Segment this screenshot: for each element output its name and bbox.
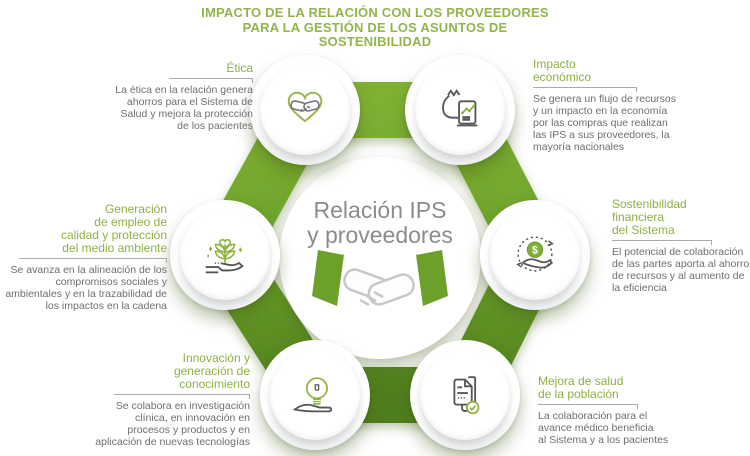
node-inner-innovacion xyxy=(270,350,360,440)
svg-text:$: $ xyxy=(532,245,538,257)
node-inner-generacion-empleo xyxy=(180,210,270,300)
node-text-generacion-empleo: Generación de empleo de calidad y protec… xyxy=(2,203,167,312)
node-circle-sostenibilidad-financiera: $ xyxy=(480,200,590,310)
node-body-mejora-salud: La colaboración para el avance médico be… xyxy=(538,410,669,446)
node-title-mejora-salud: Mejora de salud de la población xyxy=(538,374,624,401)
center-circle xyxy=(279,157,481,359)
node-body-etica: La ética en la relación genera ahorros p… xyxy=(115,84,253,132)
node-title-sostenibilidad-financiera: Sostenibilidad financiera del Sistema xyxy=(612,197,687,237)
node-inner-impacto-economico xyxy=(415,65,505,155)
lightbulb-hand-icon xyxy=(292,377,333,413)
iv-bag-check-icon xyxy=(453,376,480,415)
title-rule xyxy=(538,404,638,409)
diagram-title: IMPACTO DE LA RELACIÓN CON LOS PROVEEDOR… xyxy=(201,5,549,49)
node-circle-etica xyxy=(250,55,360,165)
node-body-innovacion: Se colabora en investigación clínica, en… xyxy=(95,400,250,448)
title-rule xyxy=(19,258,167,263)
node-body-generacion-empleo: Se avanza en la alineación de los compro… xyxy=(5,264,167,312)
node-inner-mejora-salud xyxy=(420,350,510,440)
node-text-impacto-economico: Impacto económico Se genera un flujo de … xyxy=(533,58,728,153)
node-body-sostenibilidad-financiera: El potencial de colaboración de las part… xyxy=(612,246,750,294)
node-circle-generacion-empleo xyxy=(170,200,280,310)
node-circle-innovacion xyxy=(260,340,370,450)
node-title-impacto-economico: Impacto económico xyxy=(533,57,592,84)
title-rule xyxy=(114,394,250,399)
node-title-generacion-empleo: Generación de empleo de calidad y protec… xyxy=(60,202,167,255)
node-body-impacto-economico: Se genera un flujo de recursos y un impa… xyxy=(533,93,677,153)
node-circle-mejora-salud xyxy=(410,340,520,450)
node-title-innovacion: Innovación y generación de conocimiento xyxy=(173,351,250,391)
title-rule xyxy=(612,240,712,245)
node-text-innovacion: Innovación y generación de conocimiento … xyxy=(70,352,250,448)
title-rule xyxy=(169,78,253,83)
title-rule xyxy=(533,87,637,92)
node-circle-impacto-economico xyxy=(405,55,515,165)
money-cycle-hand-icon: $ xyxy=(516,236,554,272)
plant-in-hand-icon xyxy=(205,239,244,274)
node-title-etica: Ética xyxy=(226,61,253,75)
money-bag-chart-icon xyxy=(442,89,478,127)
node-inner-etica xyxy=(260,65,350,155)
node-text-mejora-salud: Mejora de salud de la población La colab… xyxy=(538,375,718,446)
heart-handshake-icon xyxy=(287,91,323,123)
node-text-sostenibilidad-financiera: Sostenibilidad financiera del Sistema El… xyxy=(612,198,750,294)
node-text-etica: Ética La ética en la relación genera aho… xyxy=(73,62,253,132)
center-label: Relación IPS y proveedores xyxy=(307,197,453,248)
node-inner-sostenibilidad-financiera: $ xyxy=(490,210,580,300)
